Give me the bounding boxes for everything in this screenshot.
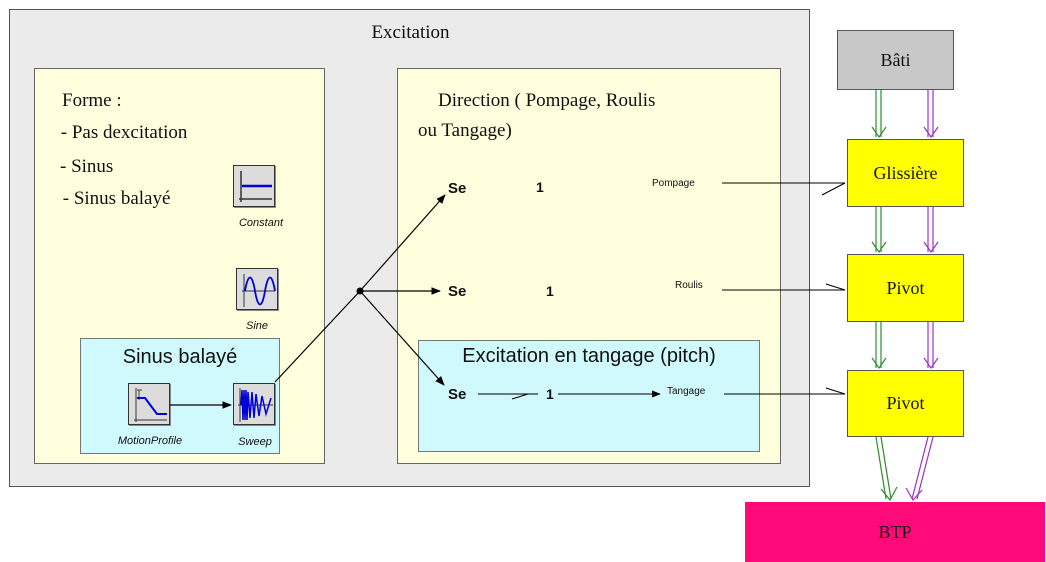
direction-title-line2: ou Tangage) [418, 120, 512, 141]
motion-profile-label: MotionProfile [117, 435, 183, 447]
pivot-tangage-box[interactable]: Pivot [847, 370, 964, 437]
se-source-tangage[interactable]: Se [448, 386, 467, 403]
sine-icon [242, 274, 276, 307]
constant-block[interactable] [233, 165, 275, 207]
pivot-roulis-label: Pivot [886, 277, 925, 298]
motion-profile-icon [134, 388, 167, 422]
forme-item-pas: - Pas dexcitation [56, 122, 188, 143]
forme-title: Forme : [62, 90, 122, 111]
se-source-roulis[interactable]: Se [448, 283, 467, 300]
bati-label: Bâti [880, 49, 911, 70]
excitation-title: Excitation [371, 22, 450, 43]
constant-icon [239, 171, 272, 202]
se-source-pompage[interactable]: Se [448, 180, 467, 197]
tangage-panel [418, 340, 760, 452]
tangage-panel-title: Excitation en tangage (pitch) [462, 345, 716, 367]
bati-box[interactable]: Bâti [837, 30, 954, 90]
gain-roulis[interactable]: 1 [546, 283, 554, 299]
sinus-balaye-title: Sinus balayé [122, 346, 238, 368]
forme-item-sinus: - Sinus [60, 156, 114, 177]
pivot-tangage-label: Pivot [886, 393, 925, 413]
glissiere-label: Glissière [873, 162, 938, 183]
sine-label: Sine [245, 320, 269, 332]
glissiere-box[interactable]: Glissière [847, 139, 964, 207]
port-pompage: Pompage [652, 178, 695, 189]
gain-pompage[interactable]: 1 [536, 179, 544, 195]
constant-label: Constant [238, 217, 284, 229]
sweep-icon [238, 388, 273, 422]
btp-label: BTP [878, 521, 912, 542]
gain-tangage[interactable]: 1 [546, 386, 554, 402]
forme-item-sinus-balaye: - Sinus balayé [58, 188, 171, 209]
pivot-roulis-box[interactable]: Pivot [847, 254, 964, 322]
motion-profile-block[interactable] [128, 383, 170, 425]
sweep-block[interactable] [233, 383, 275, 425]
bond-half-arrow-tangage [825, 387, 846, 395]
port-tangage: Tangage [667, 386, 706, 397]
sine-block[interactable] [236, 268, 278, 310]
port-roulis: Roulis [675, 280, 703, 291]
bond-half-arrow-roulis [825, 283, 846, 291]
btp-box[interactable]: BTP [745, 502, 1045, 562]
sweep-label: Sweep [238, 436, 272, 448]
direction-title-line1: Direction ( Pompage, Roulis [438, 90, 656, 111]
bond-half-arrow-pompage [821, 182, 846, 196]
